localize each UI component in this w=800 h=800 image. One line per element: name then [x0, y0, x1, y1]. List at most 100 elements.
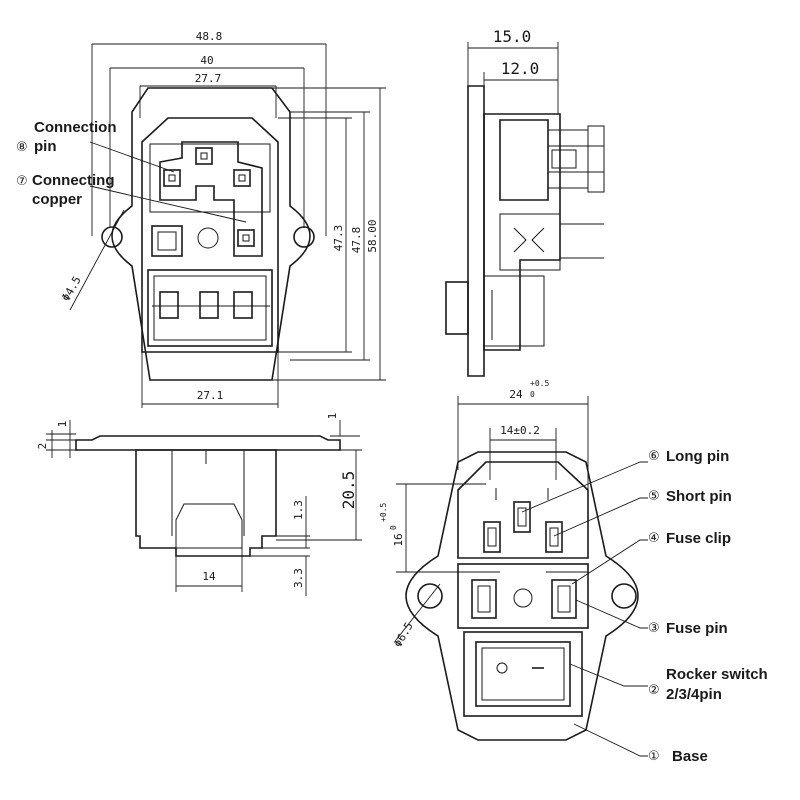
fuse-holder-square [151, 225, 183, 257]
fuse-center-hole [513, 588, 533, 608]
dim-16-tol-low: 0 [389, 525, 398, 530]
callout-2-label: Rocker switch [666, 666, 768, 683]
top-front-switch-inner [153, 275, 267, 341]
side-fuse-clip [499, 213, 561, 271]
short-pin-right [545, 521, 563, 553]
dim-1b: 1 [326, 413, 339, 420]
callout-rocker-switch: Rocker switch ② 2/3/4pin [648, 666, 768, 703]
dim-hole-6-5: Φ6.5 [391, 620, 416, 649]
dim-24: 24 [509, 388, 523, 401]
callout-fuse-clip: ④ Fuse clip [648, 530, 731, 547]
callout-7-line1: Connecting [32, 172, 115, 189]
dim-27-1: 27.1 [197, 389, 224, 402]
leader-long-pin [521, 461, 648, 513]
dim-3-3: 3.3 [292, 568, 305, 588]
callout-7-number: ⑦ [16, 174, 28, 189]
leader-connecting-copper [89, 185, 247, 223]
dim-12-0: 12.0 [501, 59, 540, 78]
bottom-front-view: 24 +0.5 0 14±0.2 16 +0.5 0 Φ6.5 [379, 379, 648, 757]
bottom-side-knob [175, 503, 243, 549]
fuse-compartment [457, 563, 589, 629]
callout-2-number: ② [648, 683, 660, 698]
mount-hole-right [293, 226, 315, 248]
callout-5-number: ⑤ [648, 489, 660, 504]
base-mount-hole-right [611, 583, 637, 609]
connection-pin-right [233, 169, 251, 187]
callout-fuse-pin: ③ Fuse pin [648, 620, 728, 637]
dim-2: 2 [36, 443, 49, 450]
callout-long-pin: ⑥ Long pin [648, 448, 729, 465]
callout-connection-pin: Connection ⑧ pin [16, 119, 117, 155]
switch-terminal-1 [159, 291, 179, 319]
base-body [457, 461, 589, 559]
callout-4-number: ④ [648, 531, 660, 546]
hole-leader-4-5 [69, 209, 125, 311]
side-switch-knob [445, 281, 469, 335]
base-flange [405, 451, 639, 741]
rocker-switch-inner [481, 647, 565, 701]
callout-7-line2: copper [32, 191, 82, 208]
dim-15-0: 15.0 [493, 27, 532, 46]
hole-leader-6-5 [395, 583, 441, 641]
mount-hole-left [101, 226, 123, 248]
switch-off-mark [496, 662, 508, 674]
dim-24-tol: +0.5 [530, 379, 549, 388]
dim-1-3: 1.3 [292, 500, 305, 520]
side-switch-body [483, 275, 545, 347]
dim-hole-4-5: Φ4.5 [59, 274, 84, 303]
bottom-side-flange [75, 435, 341, 451]
top-front-upper-recess [149, 143, 271, 213]
bottom-side-body [135, 449, 277, 557]
side-body [483, 113, 561, 351]
bottom-side-view: 1 2 1 20.5 1.3 3.3 14 [36, 413, 362, 596]
fuse-clip-right-inner [557, 585, 571, 613]
leader-short-pin [553, 497, 648, 537]
dim-47-3: 47.3 [332, 225, 345, 252]
dim-40: 40 [200, 54, 213, 67]
callout-6-number: ⑥ [648, 449, 660, 464]
rocker-switch-frame [463, 631, 583, 717]
callout-base: ① Base [648, 748, 708, 765]
callout-6-label: Long pin [666, 448, 729, 465]
leader-fuse-pin [575, 599, 648, 629]
callout-3-label: Fuse pin [666, 620, 728, 637]
leader-base [573, 723, 648, 757]
top-front-center-hole [197, 227, 219, 249]
switch-terminal-2 [199, 291, 219, 319]
callout-4-label: Fuse clip [666, 530, 731, 547]
leader-rocker-switch [569, 663, 648, 687]
callout-5-label: Short pin [666, 488, 732, 505]
dim-20-5: 20.5 [339, 471, 358, 510]
connection-pin-left [163, 169, 181, 187]
base-mount-hole-left [417, 583, 443, 609]
connection-pin-right-inner [238, 174, 246, 182]
callout-connecting-copper: ⑦ Connecting copper [16, 172, 115, 208]
fuse-holder-inner [157, 231, 177, 251]
top-front-pin-top [195, 147, 213, 165]
connection-pin-left-inner [168, 174, 176, 182]
dim-58: 58.00 [366, 219, 379, 252]
long-pin-inner [517, 507, 527, 527]
callout-3-number: ③ [648, 621, 660, 636]
top-side-view: 15.0 12.0 [445, 27, 605, 377]
callout-8-line1: Connection [34, 119, 117, 136]
callout-2-label2: 2/3/4pin [666, 686, 722, 703]
dim-14-tol: 14±0.2 [500, 424, 540, 437]
callout-1-label: Base [672, 748, 708, 765]
side-terminal-block [499, 119, 549, 201]
short-pin-left-inner [487, 527, 497, 547]
dim-16-tol: +0.5 [379, 503, 388, 522]
short-pin-left [483, 521, 501, 553]
leader-fuse-clip [571, 539, 648, 585]
callout-8-line2: pin [34, 138, 57, 155]
connecting-copper-shape [159, 141, 263, 257]
copper-pin-bottom-inner [242, 234, 250, 242]
leader-connection-pin [89, 141, 175, 173]
short-pin-right-inner [549, 527, 559, 547]
top-front-view: 48.8 40 27.7 27.1 47.3 47.8 58.00 Φ4.5 [59, 30, 386, 408]
rocker-switch [475, 641, 571, 707]
dim-14: 14 [202, 570, 216, 583]
dim-16: 16 [392, 533, 405, 546]
side-pin-tab [551, 149, 577, 169]
